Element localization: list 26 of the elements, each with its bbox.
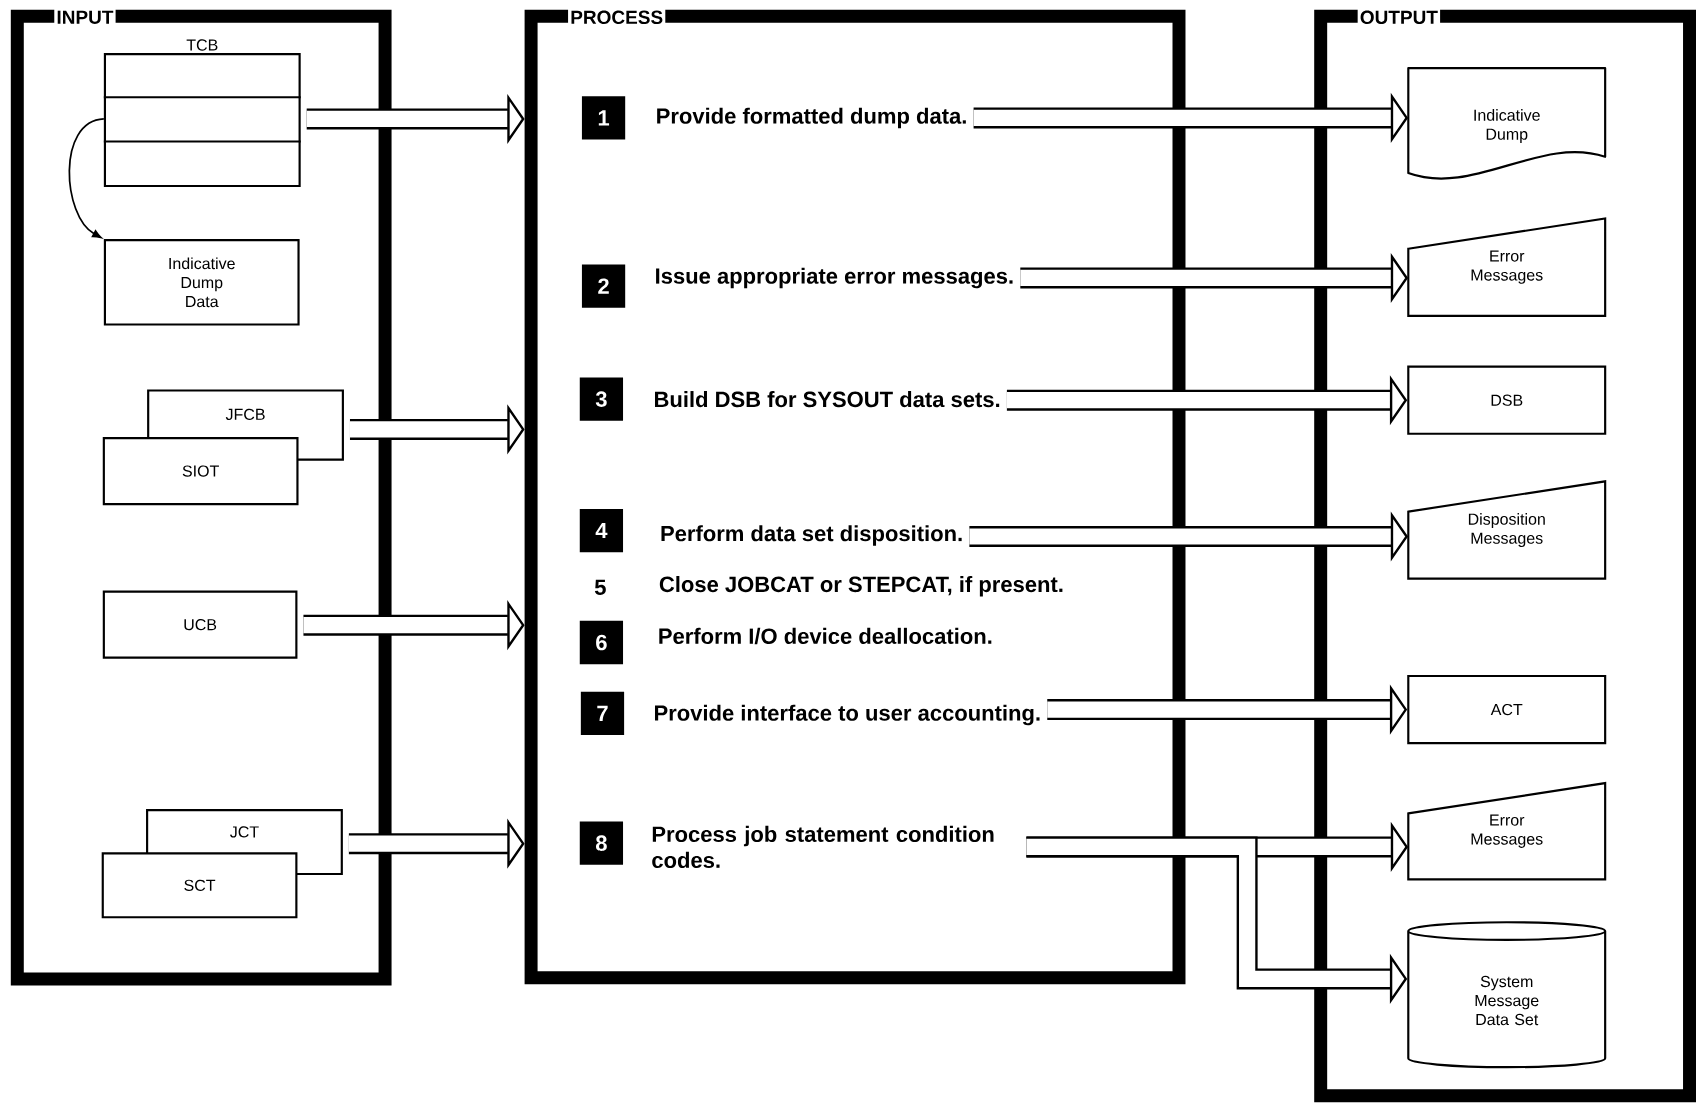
control-block-box: TCB — [103, 39, 301, 188]
step-text: Perform I/O device deallocation. — [659, 627, 992, 645]
step-number: 7 — [580, 691, 625, 735]
data-box: ACT — [1407, 674, 1607, 745]
step-text: Close JOBCAT or STEPCAT, if present. — [659, 576, 1063, 597]
step-text: Issue appropriate error messages. — [656, 267, 1013, 289]
arrow — [68, 118, 105, 239]
data-box: SIOT — [102, 437, 299, 506]
data-box: DSB — [1407, 365, 1607, 435]
step-text: Perform data set disposition. — [661, 525, 962, 546]
step-number: 6 — [579, 620, 624, 665]
step-number: 4 — [579, 508, 624, 553]
data-set-cylinder: System Message Data Set — [1407, 921, 1607, 1069]
step-text: Process job statement condition codes. — [652, 825, 994, 868]
data-box: Indicative Dump Data — [103, 239, 300, 326]
step-text: Build DSB for SYSOUT data sets. — [655, 391, 1000, 408]
step-number: 2 — [581, 264, 626, 308]
data-box: UCB — [102, 590, 298, 659]
step-number: 8 — [579, 821, 624, 865]
node-label: TCB — [186, 39, 218, 51]
step-number: 3 — [579, 377, 624, 421]
step-number: 1 — [581, 96, 626, 140]
data-box: SCT — [101, 852, 298, 919]
step-text: Provide interface to user accounting. — [655, 704, 1040, 726]
step-number: 5 — [594, 579, 606, 595]
step-text: Provide formatted dump data. — [657, 107, 966, 129]
